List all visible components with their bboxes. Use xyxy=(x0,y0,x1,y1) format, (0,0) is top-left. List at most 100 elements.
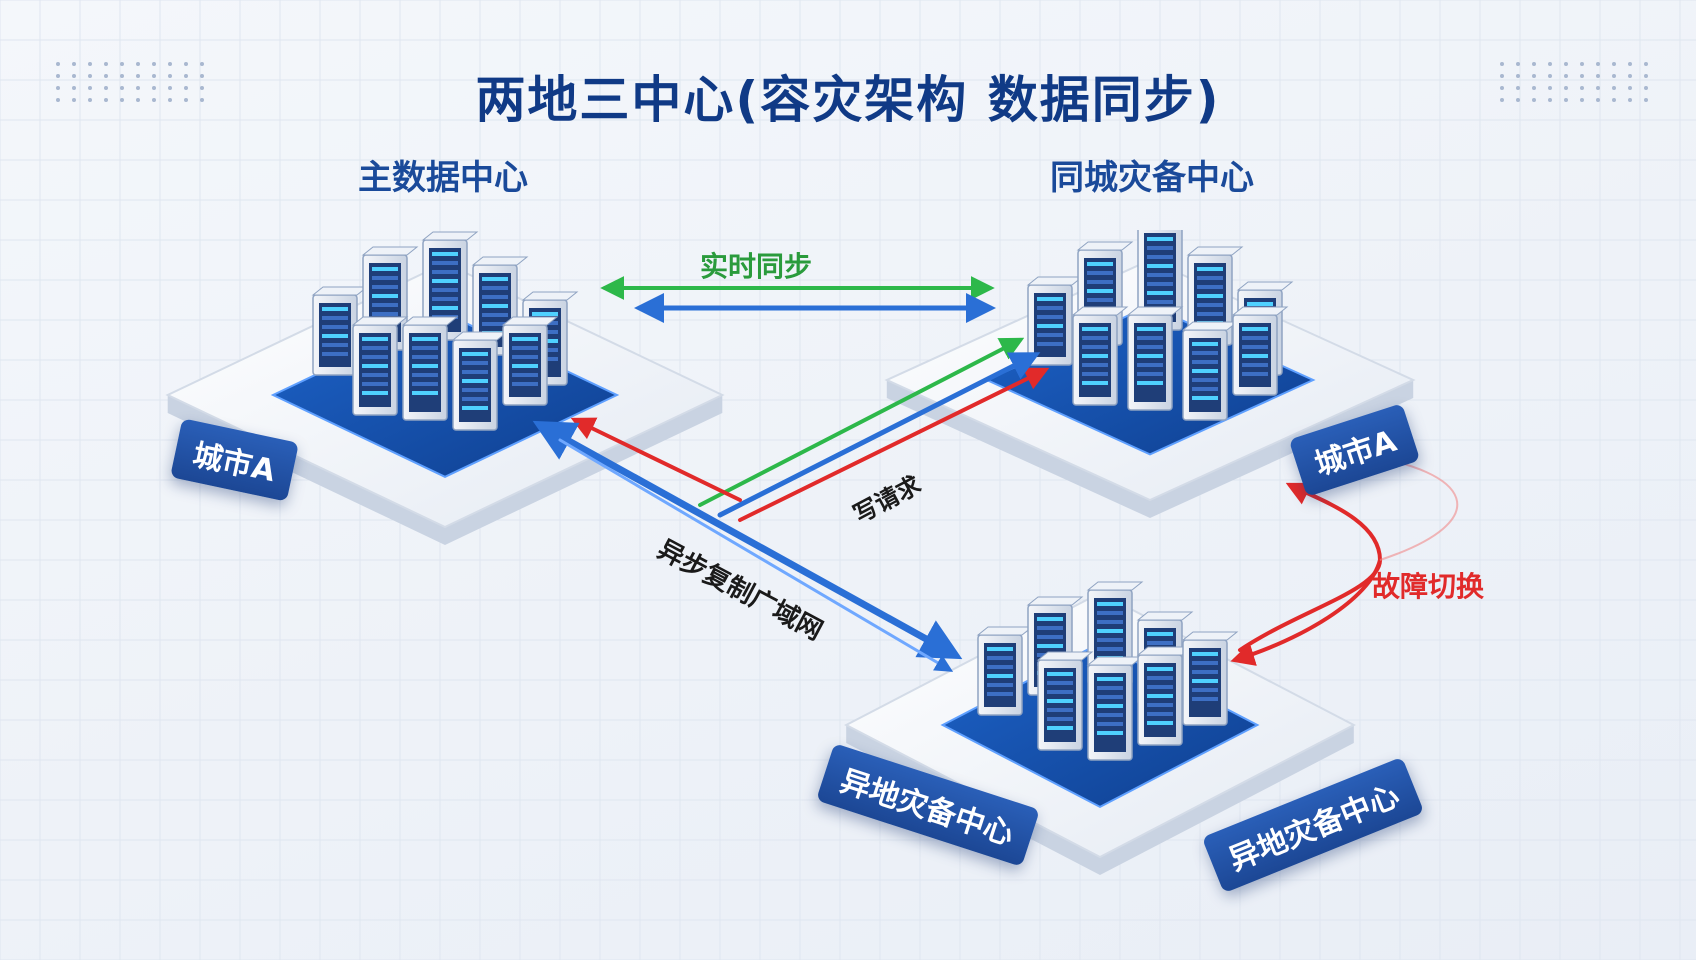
rack-led xyxy=(1097,731,1123,735)
rack-led xyxy=(1147,282,1173,286)
rack-led xyxy=(1047,726,1073,730)
decor-dot xyxy=(1580,98,1584,102)
decor-dot xyxy=(152,86,156,90)
decor-dot xyxy=(200,98,204,102)
rack-led xyxy=(1097,620,1123,624)
rack-led xyxy=(1192,387,1218,391)
server-rack xyxy=(351,316,409,416)
remote-datacenter-platform xyxy=(844,581,1356,875)
decor-dot xyxy=(1516,74,1520,78)
decor-dot xyxy=(120,62,124,66)
rack-led xyxy=(1087,289,1113,293)
rack-led xyxy=(987,692,1013,696)
rack-led xyxy=(1082,354,1108,358)
rack-top xyxy=(1076,241,1134,251)
rack-led xyxy=(1137,345,1163,349)
rack-led xyxy=(1097,602,1123,606)
rack-led xyxy=(1147,246,1173,250)
rack-top xyxy=(1026,596,1084,606)
decor-dot xyxy=(104,86,108,90)
decor-dot xyxy=(1516,98,1520,102)
decor-dot xyxy=(104,62,108,66)
same-city-center-title: 同城灾备中心 xyxy=(1050,158,1254,198)
decor-dot xyxy=(1500,74,1504,78)
decor-dot xyxy=(200,74,204,78)
primary-datacenter-platform xyxy=(165,231,725,545)
decor-dot xyxy=(88,74,92,78)
rack-led xyxy=(462,388,488,392)
rack-led xyxy=(412,382,438,386)
rack-led xyxy=(512,355,538,359)
decor-dot xyxy=(1612,62,1616,66)
decor-dot xyxy=(1548,74,1552,78)
rack-led xyxy=(987,647,1013,651)
rack-led xyxy=(1147,264,1173,268)
decor-dot xyxy=(1644,98,1648,102)
rack-led xyxy=(1192,670,1218,674)
rack-led xyxy=(432,270,458,274)
server-rack xyxy=(451,331,509,431)
rack-led xyxy=(1037,626,1063,630)
rack-led xyxy=(322,316,348,320)
rack-led xyxy=(432,261,458,265)
rack-led xyxy=(1192,351,1218,355)
decor-dot xyxy=(1628,62,1632,66)
decor-dots-left xyxy=(56,62,208,102)
rack-led xyxy=(372,294,398,298)
rack-top xyxy=(1186,246,1244,256)
rack-led xyxy=(1097,611,1123,615)
rack-led xyxy=(322,343,348,347)
rack-led xyxy=(1192,342,1218,346)
decor-dot xyxy=(1612,86,1616,90)
rack-top xyxy=(501,316,559,326)
page-title: 两地三中心(容灾架构 数据同步) xyxy=(475,71,1221,129)
rack-led xyxy=(1197,276,1223,280)
rack-led xyxy=(462,379,488,383)
rack-top xyxy=(1181,631,1239,641)
decor-dot xyxy=(1500,62,1504,66)
rack-led xyxy=(1082,327,1108,331)
rack-led xyxy=(1087,280,1113,284)
rack-led xyxy=(1147,632,1173,636)
rack-led xyxy=(1037,324,1063,328)
rack-led xyxy=(1097,677,1123,681)
rack-led xyxy=(1087,262,1113,266)
decor-dot xyxy=(1532,74,1536,78)
rack-led xyxy=(1082,336,1108,340)
decor-dot xyxy=(184,86,188,90)
rack-top xyxy=(1086,581,1144,591)
rack-led xyxy=(1097,629,1123,633)
rack-led xyxy=(1037,315,1063,319)
rack-led xyxy=(1242,372,1268,376)
rack-led xyxy=(512,382,538,386)
rack-led xyxy=(1192,697,1218,701)
rack-led xyxy=(412,364,438,368)
decor-dot xyxy=(1564,98,1568,102)
decor-dot xyxy=(1596,86,1600,90)
rack-led xyxy=(1097,704,1123,708)
rack-led xyxy=(1082,363,1108,367)
rack-led xyxy=(1137,381,1163,385)
rack-led xyxy=(1097,638,1123,642)
decor-dot xyxy=(1548,62,1552,66)
rack-led xyxy=(1242,363,1268,367)
rack-led xyxy=(362,364,388,368)
decor-dot xyxy=(56,62,60,66)
rack-led xyxy=(1037,297,1063,301)
decor-dot xyxy=(72,62,76,66)
rack-led xyxy=(1147,721,1173,725)
rack-led xyxy=(462,397,488,401)
rack-top xyxy=(421,231,479,241)
rack-led xyxy=(412,355,438,359)
rack-led xyxy=(1037,617,1063,621)
server-rack xyxy=(1231,306,1289,396)
decor-dot xyxy=(104,74,108,78)
rack-led xyxy=(1147,291,1173,295)
rack-led xyxy=(1242,327,1268,331)
rack-top xyxy=(1126,306,1184,316)
rack-led xyxy=(987,674,1013,678)
rack-led xyxy=(532,312,558,316)
rack-led xyxy=(1197,294,1223,298)
server-rack xyxy=(501,316,559,406)
